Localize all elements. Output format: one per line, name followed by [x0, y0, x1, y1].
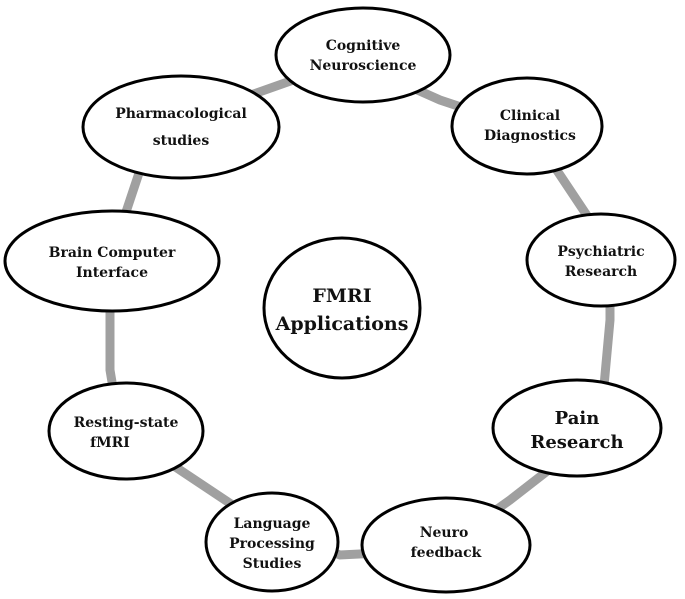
node-clinical-diagnostics: Clinical Diagnostics	[450, 76, 604, 176]
node-label-line: Diagnostics	[484, 128, 576, 144]
node-pain-research: Pain Research	[491, 378, 663, 478]
node-ellipse	[491, 378, 663, 478]
node-label-line: Language	[234, 516, 311, 532]
node-brain-computer-interface: Brain Computer Interface	[3, 209, 221, 313]
node-ellipse	[274, 6, 452, 104]
node-ellipse	[47, 381, 205, 481]
node-ellipse	[81, 74, 281, 180]
node-label-line: fMRI	[90, 435, 130, 451]
node-ellipse	[360, 496, 532, 594]
node-psychiatric-research: Psychiatric Research	[525, 212, 677, 308]
node-cognitive-neuroscience: Cognitive Neuroscience	[274, 6, 452, 104]
node-label-line: Brain Computer	[49, 245, 176, 261]
node-label-line: Cognitive	[326, 38, 401, 54]
center-label-line2: Applications	[275, 313, 409, 335]
node-ellipse	[204, 491, 340, 593]
node-label-line: Clinical	[500, 108, 560, 124]
node-label-line: Studies	[243, 556, 302, 572]
node-label-line: Resting-state	[74, 415, 179, 431]
node-label-line: Interface	[76, 265, 148, 281]
node-pharmacological-studies: Pharmacological studies	[81, 74, 281, 180]
node-language-processing-studies: Language Processing Studies	[204, 491, 340, 593]
node-label-line: Pharmacological	[115, 106, 247, 122]
node-ellipse	[3, 209, 221, 313]
node-ellipse	[525, 212, 677, 308]
node-label-line: Research	[565, 264, 637, 280]
node-ellipse	[450, 76, 604, 176]
node-label-line: studies	[153, 133, 210, 149]
node-neuro-feedback: Neuro feedback	[360, 496, 532, 594]
node-label-line: Neuroscience	[310, 58, 417, 74]
node-label-line: Neuro	[420, 525, 469, 541]
node-label-line: Processing	[229, 536, 315, 552]
node-label-line: Psychiatric	[557, 244, 644, 260]
center-node: FMRI Applications	[262, 236, 422, 380]
node-resting-state-fmri: Resting-state fMRI	[47, 381, 205, 481]
center-ellipse	[262, 236, 422, 380]
node-label-line: feedback	[411, 545, 482, 561]
node-label-line: Research	[530, 432, 623, 453]
center-label-line1: FMRI	[312, 285, 371, 307]
node-label-line: Pain	[555, 408, 600, 429]
